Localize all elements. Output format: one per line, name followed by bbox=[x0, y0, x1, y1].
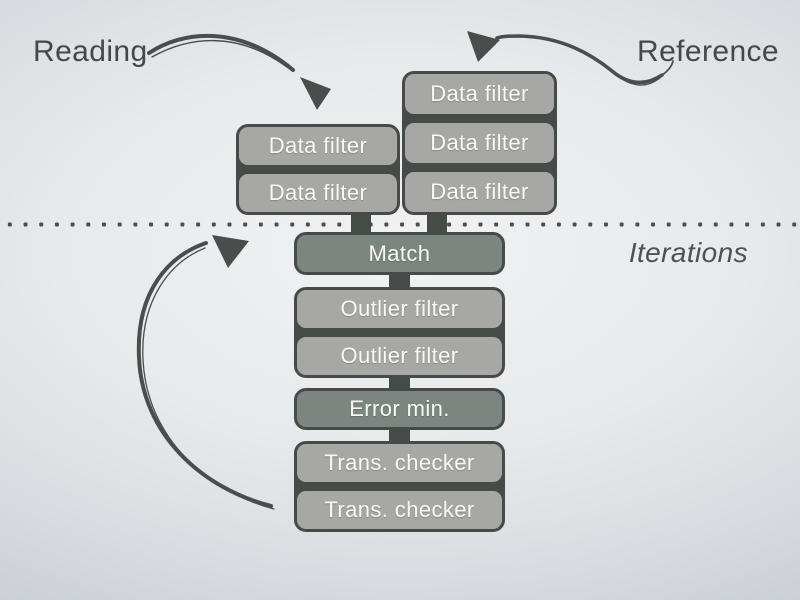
match-to-outlier-connector bbox=[389, 273, 410, 290]
reading-data-filter-box: Data filter bbox=[236, 171, 400, 215]
reference-to-match-connector bbox=[427, 212, 447, 236]
reading-arrow-icon bbox=[147, 33, 331, 110]
outlier-to-errormin-connector bbox=[389, 376, 410, 390]
reading-filter-stack: Data filter Data filter bbox=[236, 124, 400, 215]
reading-data-filter-box: Data filter bbox=[236, 124, 400, 168]
reference-data-filter-box: Data filter bbox=[402, 169, 557, 215]
iteration-loop-arrow-icon bbox=[136, 235, 275, 510]
reading-label: Reading bbox=[33, 35, 148, 68]
reference-filter-stack: Data filter Data filter Data filter bbox=[402, 71, 557, 215]
iterations-label: Iterations bbox=[628, 237, 748, 268]
iterations-divider-dotted-line bbox=[0, 219, 800, 230]
trans-checker-box: Trans. checker bbox=[294, 488, 505, 532]
reference-data-filter-box: Data filter bbox=[402, 71, 557, 117]
errormin-to-trans-connector bbox=[389, 428, 410, 443]
trans-checker-box: Trans. checker bbox=[294, 441, 505, 485]
outlier-filter-box: Outlier filter bbox=[294, 334, 505, 378]
reference-label: Reference bbox=[637, 35, 780, 68]
reading-to-match-connector bbox=[351, 212, 371, 236]
error-min-box: Error min. bbox=[294, 388, 505, 430]
match-box: Match bbox=[294, 232, 505, 275]
trans-checker-pair: Trans. checker Trans. checker bbox=[294, 441, 505, 532]
outlier-filter-box: Outlier filter bbox=[294, 287, 505, 331]
reference-data-filter-box: Data filter bbox=[402, 120, 557, 166]
outlier-filter-pair: Outlier filter Outlier filter bbox=[294, 287, 505, 378]
